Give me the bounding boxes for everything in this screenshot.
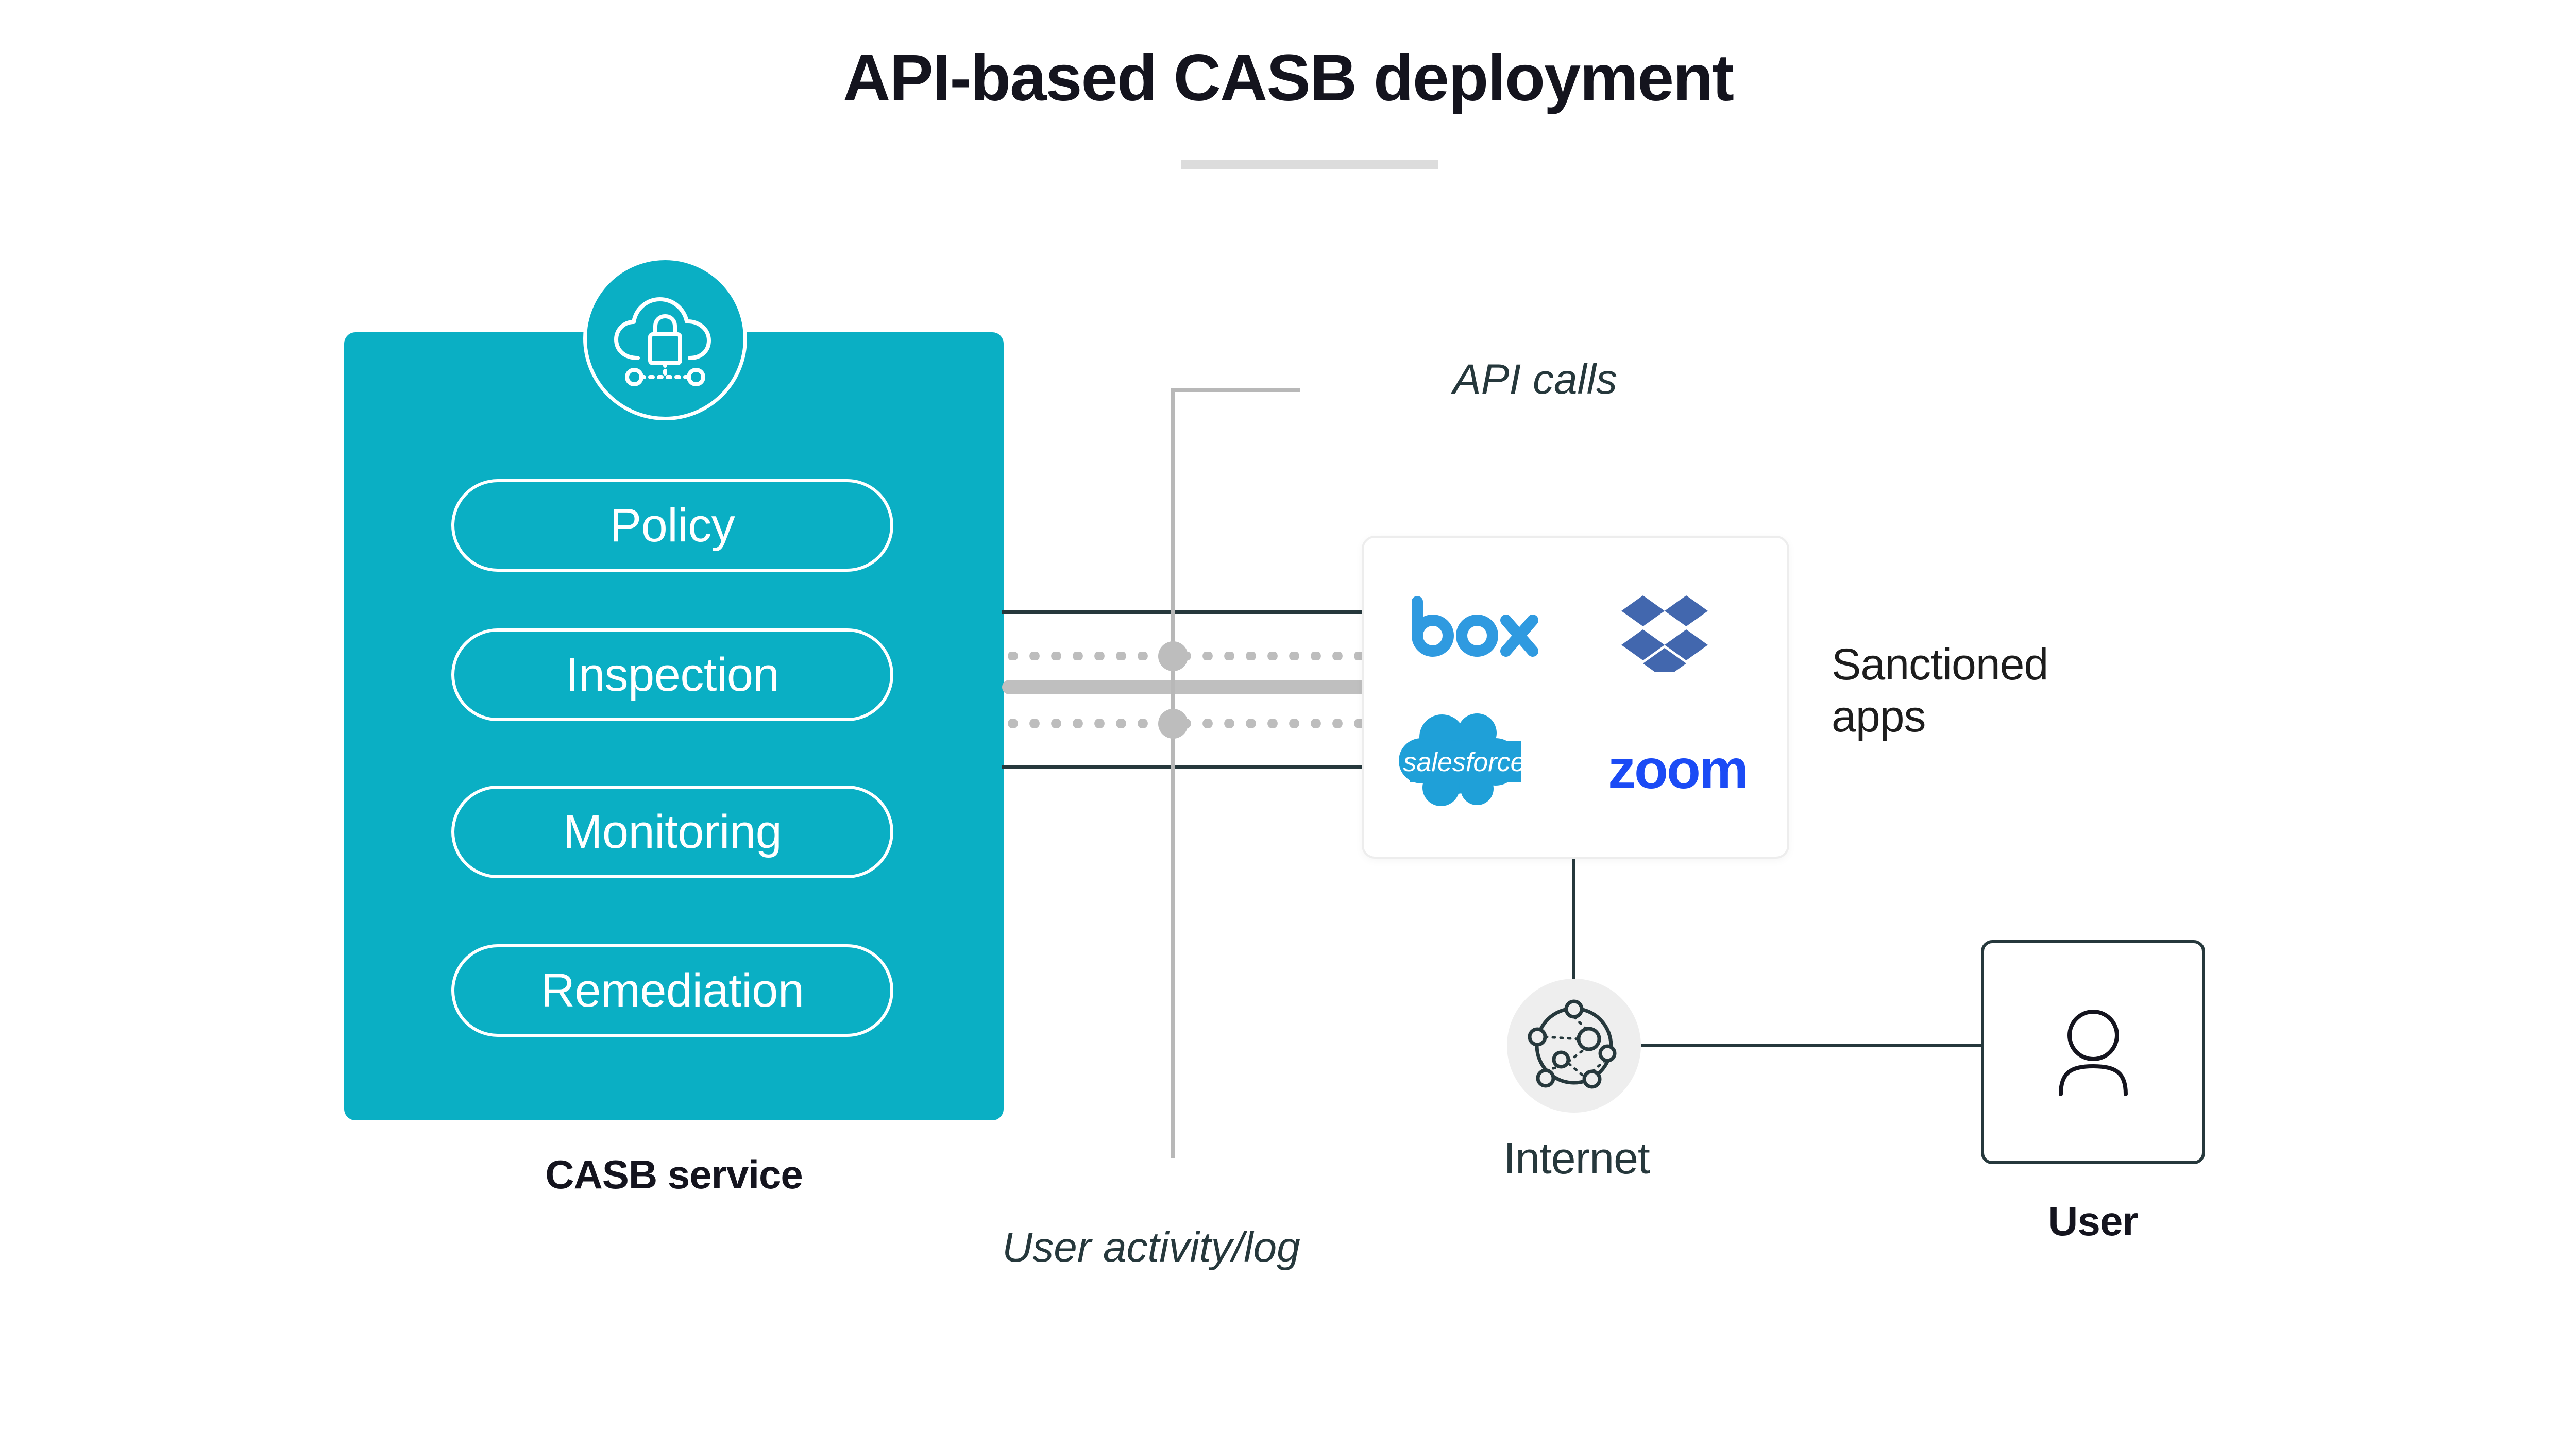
svg-text:salesforce: salesforce — [1403, 747, 1526, 777]
flow-line-solid-top — [1002, 610, 1370, 614]
page-title: API-based CASB deployment — [842, 41, 1734, 115]
internet-label: Internet — [1503, 1134, 1650, 1183]
box-logo — [1410, 594, 1539, 664]
capability-label: Remediation — [540, 964, 804, 1017]
capability-pill-remediation[interactable]: Remediation — [451, 944, 893, 1037]
callout-node-dot-lower — [1158, 709, 1188, 739]
flow-line-thick-center — [1002, 680, 1373, 694]
user-activity-log-label: User activity/log — [1002, 1224, 1300, 1271]
sanctioned-apps-box: salesforce zoom — [1362, 536, 1789, 859]
api-calls-label: API calls — [1453, 356, 1617, 403]
title-divider — [1181, 160, 1438, 169]
dropbox-logo — [1621, 594, 1708, 679]
salesforce-logo: salesforce — [1395, 710, 1534, 811]
flow-line-solid-bottom — [1002, 765, 1370, 769]
user-label: User — [2048, 1198, 2139, 1244]
capability-pill-inspection[interactable]: Inspection — [451, 628, 893, 721]
capability-label: Inspection — [565, 648, 779, 701]
internet-to-user-line — [1641, 1044, 1981, 1047]
apps-to-internet-line — [1572, 859, 1575, 981]
sanctioned-apps-label-line1: Sanctioned — [1832, 640, 2048, 689]
sanctioned-apps-label: Sanctioned apps — [1832, 639, 2048, 743]
casb-service-label: CASB service — [545, 1152, 803, 1197]
casb-service-panel: Policy Inspection Monitoring Remediation — [344, 332, 1004, 1120]
svg-text:zoom: zoom — [1608, 744, 1747, 800]
capability-label: Policy — [609, 499, 735, 552]
cloud-lock-icon — [583, 257, 747, 420]
network-globe-icon — [1507, 979, 1641, 1113]
callout-node-dot-upper — [1158, 641, 1188, 671]
capability-label: Monitoring — [563, 805, 782, 858]
zoom-logo: zoom — [1606, 738, 1760, 803]
callout-horizontal-line — [1171, 388, 1300, 392]
capability-pill-policy[interactable]: Policy — [451, 479, 893, 572]
callout-vertical-line — [1171, 388, 1175, 1158]
capability-pill-monitoring[interactable]: Monitoring — [451, 786, 893, 878]
sanctioned-apps-label-line2: apps — [1832, 692, 1926, 742]
user-node — [1981, 940, 2205, 1164]
